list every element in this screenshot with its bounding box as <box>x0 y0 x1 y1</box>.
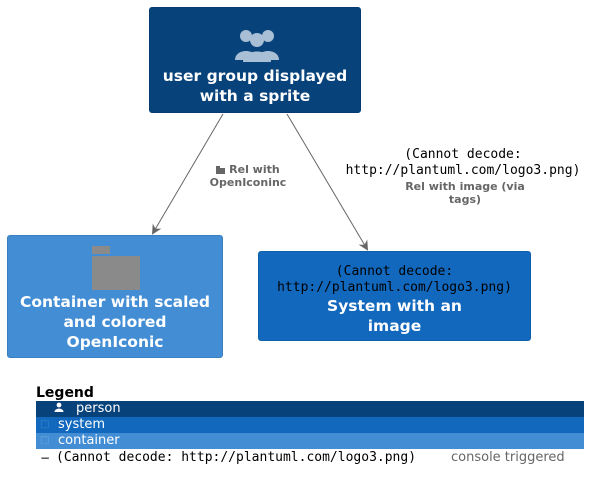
person-node-user-group[interactable]: user group displayed with a sprite <box>149 7 361 113</box>
rel-image-error-text: (Cannot decode: http://plantuml.com/logo… <box>320 147 605 179</box>
legend-item-person: person <box>36 401 584 417</box>
container-node-openiconic[interactable]: Container with scaled and colored OpenIc… <box>7 235 223 358</box>
system-icon: □ <box>40 419 50 430</box>
system-node-title: System with an image <box>259 296 530 336</box>
person-node-title: user group displayed with a sprite <box>150 66 360 106</box>
rel-image-label: Rel with image (via tags) <box>380 180 550 206</box>
legend-console-error-text: (Cannot decode: http://plantuml.com/logo… <box>56 450 417 465</box>
folder-icon <box>92 246 140 290</box>
system-node-with-image[interactable]: (Cannot decode: http://plantuml.com/logo… <box>258 251 531 341</box>
edge-person-to-container <box>151 113 224 235</box>
rel2-mono-line2: http://plantuml.com/logo3.png) <box>345 163 581 178</box>
legend-console-label: console triggered <box>451 450 565 465</box>
legend-title: Legend <box>36 385 94 401</box>
system-mono-line1: (Cannot decode: <box>335 264 454 279</box>
legend-item-system-label: system <box>58 417 105 432</box>
system-title-line1: System with an <box>327 297 462 315</box>
legend: Legend person □ system □ container − (Ca… <box>36 385 584 467</box>
container-title-line2: and colored <box>63 313 167 331</box>
legend-item-container: □ container <box>36 433 584 449</box>
rel1-line1: Rel with <box>229 163 280 176</box>
person-title-line2: with a sprite <box>199 87 311 105</box>
system-title-line2: image <box>367 317 422 335</box>
person-icon <box>54 401 64 417</box>
rel2-line2: tags) <box>448 193 482 206</box>
container-title-line3: OpenIconic <box>66 333 164 351</box>
rel-openiconic-label: Rel with OpenIconinc <box>193 163 303 189</box>
person-title-line1: user group displayed <box>162 67 348 85</box>
legend-item-system: □ system <box>36 417 584 433</box>
rel1-line2: OpenIconinc <box>209 176 287 189</box>
system-image-error-text: (Cannot decode: http://plantuml.com/logo… <box>259 264 530 296</box>
edge-person-to-system <box>286 113 369 251</box>
container-node-title: Container with scaled and colored OpenIc… <box>8 292 222 352</box>
legend-item-person-label: person <box>76 401 121 416</box>
system-mono-line2: http://plantuml.com/logo3.png) <box>277 280 512 295</box>
legend-item-console: − (Cannot decode: http://plantuml.com/lo… <box>36 449 584 467</box>
folder-icon <box>216 166 226 174</box>
users-icon <box>235 30 279 62</box>
container-icon: □ <box>40 435 50 446</box>
legend-item-container-label: container <box>58 433 120 448</box>
rel2-line1: Rel with image (via <box>405 180 525 193</box>
container-title-line1: Container with scaled <box>19 293 211 311</box>
rel2-mono-line1: (Cannot decode: <box>404 147 522 162</box>
dash-icon: − <box>40 451 51 465</box>
